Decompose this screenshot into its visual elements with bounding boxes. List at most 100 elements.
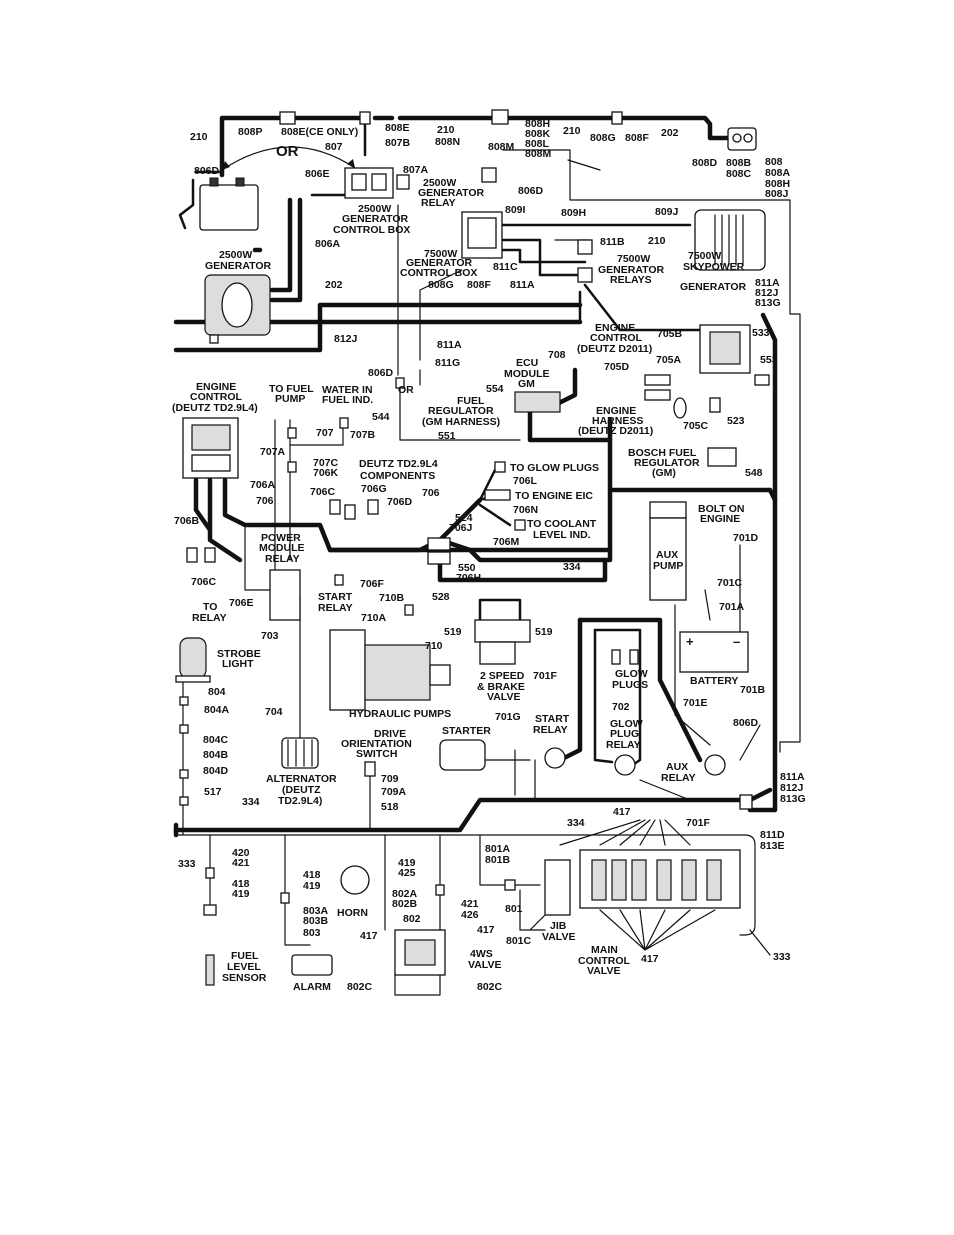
generator-2500w-foot (209, 334, 219, 344)
four-ws-valve-core (404, 939, 436, 966)
connector-808B-pin (732, 133, 742, 143)
label: BATTERY (690, 675, 738, 687)
label: 813G (755, 297, 781, 309)
relay-2500w-terminal (209, 177, 219, 187)
connector-705A (644, 374, 671, 386)
label: 808L (525, 138, 550, 150)
label: GLOW (610, 718, 643, 730)
label: 553 (760, 354, 778, 366)
label: GENERATOR (418, 187, 485, 199)
label: STARTER (442, 725, 491, 737)
label: LEVEL (227, 961, 261, 973)
label: (GM) (652, 467, 676, 479)
connector-804A (179, 696, 189, 706)
label: 7500W (688, 250, 721, 262)
sensor-523 (709, 397, 721, 413)
label: 2500W (358, 203, 391, 215)
label: 807 (325, 141, 343, 153)
label: DRIVE (374, 728, 406, 740)
connector-706C (186, 547, 198, 563)
label: 701B (740, 684, 766, 696)
label: 421 (461, 898, 479, 910)
label: 519 (535, 626, 553, 638)
connector-802A (435, 884, 445, 896)
aux-relay (704, 754, 726, 776)
glow-plug-a (611, 649, 621, 665)
label: RELAY (661, 772, 696, 784)
label: 808G (428, 279, 454, 291)
power-module-relay (269, 569, 301, 621)
label: 2500W (423, 177, 456, 189)
connector-804D (179, 769, 189, 779)
engine-control-td29-label (191, 454, 231, 472)
label: 808J (765, 188, 789, 200)
connector-706D (367, 499, 379, 515)
main-control-valve-sections (591, 859, 722, 901)
label: MAIN (591, 944, 618, 956)
label: 706A (250, 479, 276, 491)
label: VALVE (542, 931, 575, 943)
connector-707C (287, 461, 297, 473)
label: CONTROL BOX (400, 267, 477, 279)
label: 808H (525, 118, 550, 130)
label: HARNESS (592, 415, 643, 427)
hydraulic-pump-a (329, 629, 366, 711)
control-box-2500w-outlet (351, 173, 367, 191)
connector-811D (739, 794, 753, 810)
label: 808F (467, 279, 492, 291)
label: 417 (477, 924, 495, 936)
label: FUEL IND. (322, 394, 373, 406)
label: 811G (435, 357, 460, 369)
label: 519 (444, 626, 462, 638)
label: 548 (745, 467, 763, 479)
label: 802C (347, 981, 373, 993)
aux-pump-head (649, 501, 687, 519)
fuel-level-sensor-head (203, 904, 217, 916)
sensor-705C (673, 397, 687, 419)
label: 701F (686, 817, 711, 829)
label: 808E (385, 122, 410, 134)
label: 808M (488, 141, 515, 153)
label: 812J (780, 782, 804, 794)
label: 417 (641, 953, 659, 965)
label: 802B (392, 898, 418, 910)
label: RELAY (606, 739, 641, 751)
label: 808N (435, 136, 460, 148)
label: 802C (477, 981, 503, 993)
label: POWER (261, 532, 301, 544)
label: 804 (208, 686, 226, 698)
label: 808M (525, 148, 552, 160)
label: PUMP (653, 560, 683, 572)
label: 7500W (424, 248, 457, 260)
connector-706C-b (204, 547, 216, 563)
engine-control-d2011-core (709, 331, 741, 365)
label: ENGINE (595, 322, 635, 334)
fuel-level-sensor (205, 954, 215, 986)
label: REGULATOR (634, 457, 700, 469)
connector-808P (279, 111, 296, 125)
label: RELAYS (610, 274, 652, 286)
label: 533 (752, 327, 770, 339)
start-relay (544, 747, 566, 769)
connector-421-b (504, 879, 516, 891)
label: 417 (360, 930, 378, 942)
label: 702 (612, 701, 630, 713)
horn (340, 865, 370, 895)
label: WATER IN (322, 384, 373, 396)
connector-517 (179, 796, 189, 806)
label: SENSOR (222, 972, 267, 984)
label: 420 (232, 847, 250, 859)
label: 710 (425, 640, 443, 652)
skypower-generator (694, 209, 766, 271)
label: (GM HARNESS) (422, 416, 500, 428)
label: ENGINE (196, 381, 236, 393)
two-speed-brake-valve-top (474, 619, 531, 643)
label: STROBE (217, 648, 261, 660)
label: 801B (485, 854, 511, 866)
label: 808E(CE ONLY) (281, 126, 358, 138)
label: VALVE (487, 691, 520, 703)
control-box-2500w-outlet (371, 173, 387, 191)
label: 708 (548, 349, 566, 361)
label: 705B (657, 328, 683, 340)
